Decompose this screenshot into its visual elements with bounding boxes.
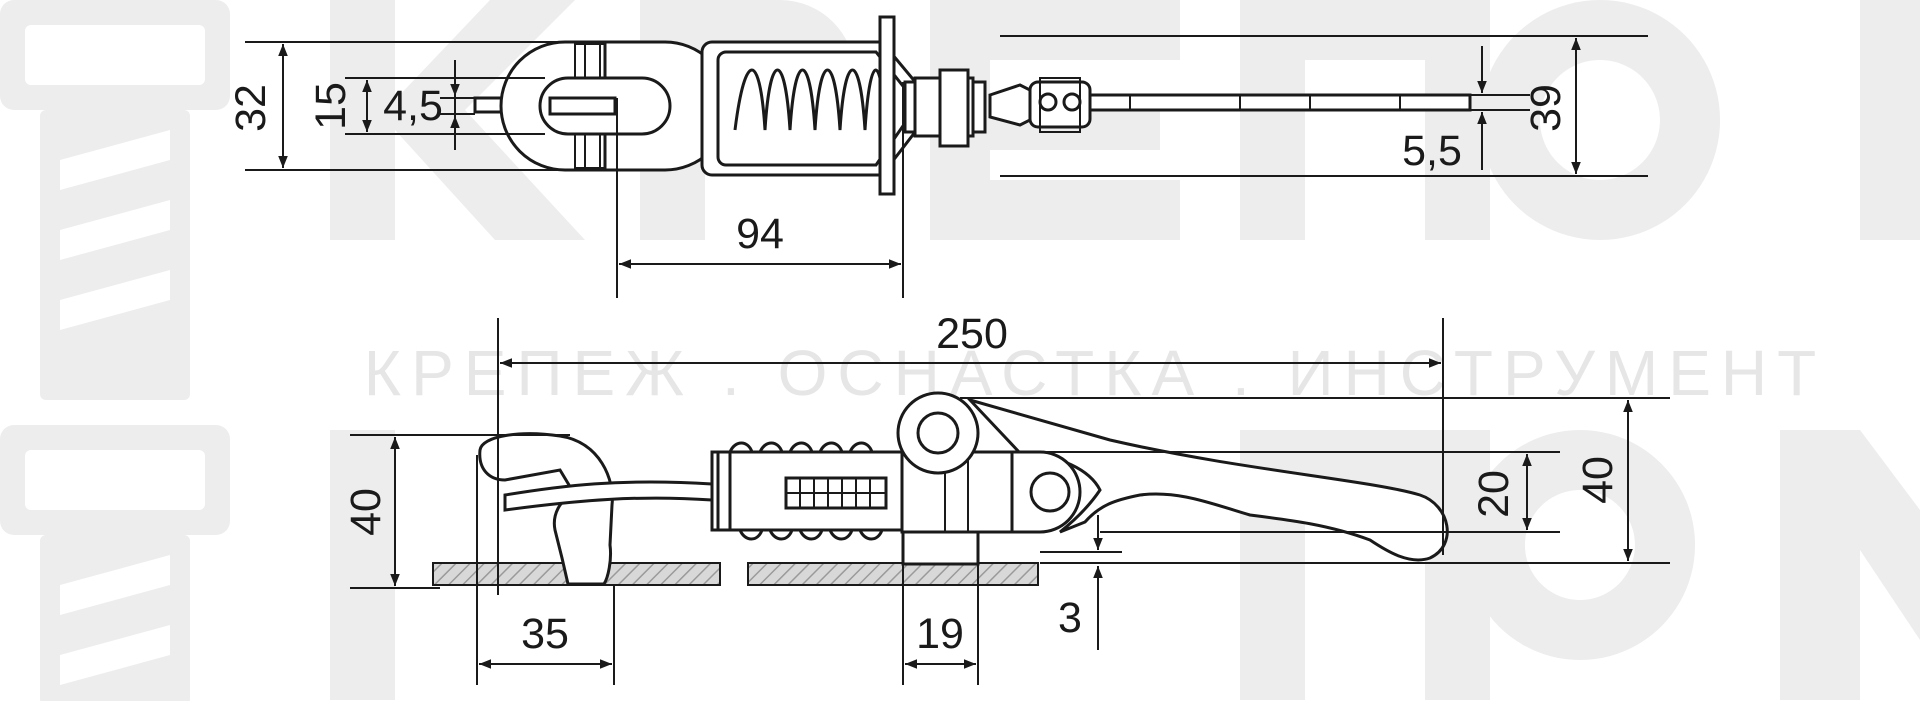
top-view-dimensions: 32 15 4,5 94 39 5,5 <box>227 35 1648 298</box>
dim-top-5-5: 5,5 <box>1402 127 1462 175</box>
dim-top-94: 94 <box>736 210 784 258</box>
top-view <box>473 15 1472 196</box>
dim-side-19: 19 <box>916 610 964 658</box>
spring <box>733 68 887 131</box>
base-plate-right <box>747 562 1039 586</box>
dim-side-35: 35 <box>521 610 569 658</box>
dim-top-39: 39 <box>1522 84 1570 132</box>
dim-top-15: 15 <box>307 82 355 130</box>
dim-top-4-5: 4,5 <box>383 82 443 130</box>
side-view-dimensions: 250 40 35 19 3 20 40 <box>342 310 1670 685</box>
dim-side-250: 250 <box>936 310 1008 358</box>
dim-side-3: 3 <box>1058 594 1082 642</box>
side-view <box>432 391 1449 586</box>
dim-side-20: 20 <box>1470 470 1518 518</box>
dim-top-32: 32 <box>227 84 275 132</box>
dim-side-40-right: 40 <box>1574 456 1622 504</box>
dim-side-40-left: 40 <box>342 488 390 536</box>
